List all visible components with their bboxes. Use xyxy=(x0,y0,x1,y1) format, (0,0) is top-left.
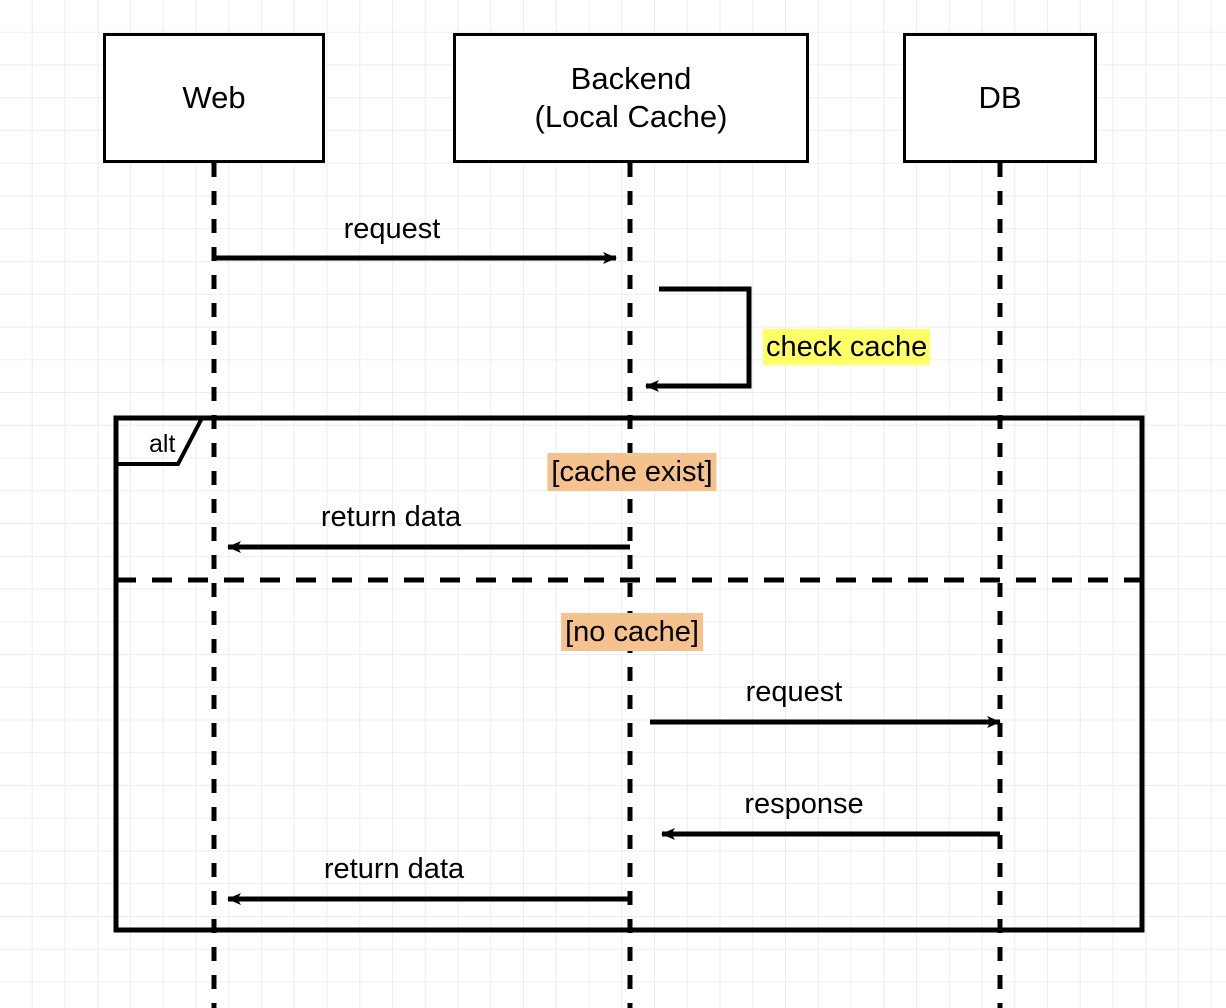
message-label-response-db-backend: response xyxy=(744,788,864,820)
message-label-request-web-backend: request xyxy=(343,213,441,245)
alt-fragment-operator-label: alt xyxy=(149,430,176,458)
no-cache-highlight: [no cache] xyxy=(561,613,703,651)
alt-fragment[interactable] xyxy=(113,415,1145,933)
check-cache-highlight: check cache xyxy=(763,329,931,365)
alt-fragment-border xyxy=(113,415,1145,933)
messages-group xyxy=(214,252,1001,905)
actor-box-backend[interactable]: Backend (Local Cache) xyxy=(453,33,809,163)
lifelines-group xyxy=(211,163,1003,1008)
alt-condition-cache-exist: [cache exist] xyxy=(547,453,717,491)
message-arrow-check-cache-self[interactable] xyxy=(645,286,752,392)
message-label-return-data-cache-hit: return data xyxy=(320,501,462,533)
cache-exist-highlight: [cache exist] xyxy=(547,453,717,491)
message-label-request-backend-db: request xyxy=(745,676,843,708)
message-label-return-data-cache-miss: return data xyxy=(323,853,465,885)
message-label-check-cache: check cache xyxy=(763,329,931,365)
actor-box-db[interactable]: DB xyxy=(903,33,1097,163)
alt-fragment-operator-tab xyxy=(114,416,206,466)
actor-box-web[interactable]: Web xyxy=(103,33,325,163)
alt-condition-no-cache: [no cache] xyxy=(561,613,703,651)
